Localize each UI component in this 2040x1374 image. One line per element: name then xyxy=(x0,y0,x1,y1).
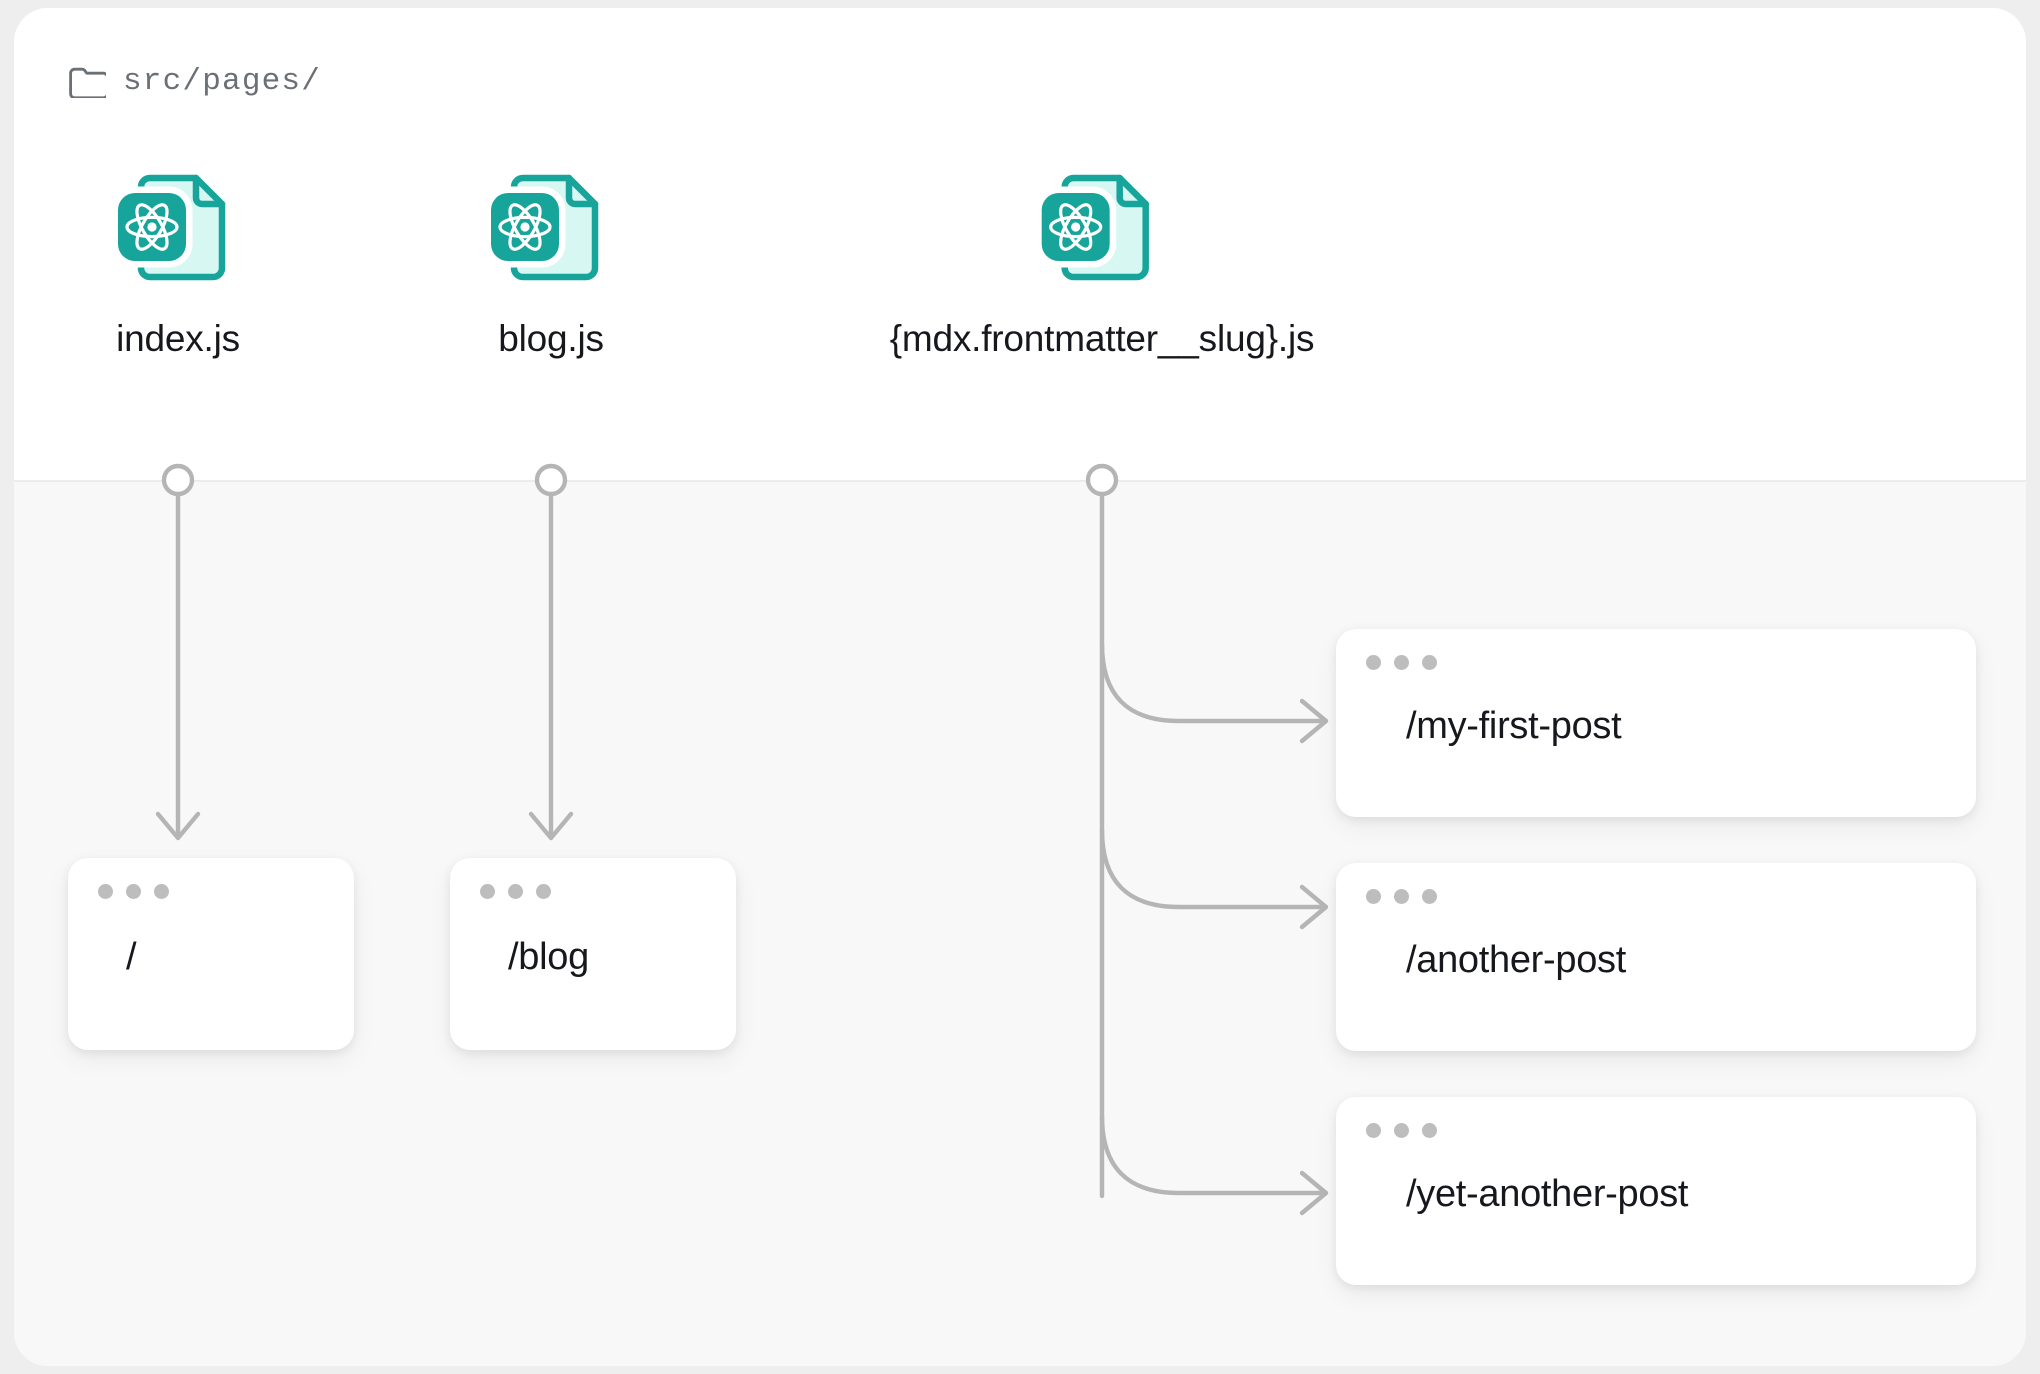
route-card-blog[interactable]: /blog xyxy=(450,858,736,1050)
window-dots xyxy=(1366,1123,1437,1138)
file-node-index[interactable]: index.js xyxy=(112,168,244,360)
route-card-root[interactable]: / xyxy=(68,858,354,1050)
folder-icon xyxy=(68,66,106,98)
route-label: /another-post xyxy=(1406,938,1627,981)
breadcrumb: src/pages/ xyxy=(68,64,321,99)
window-dots xyxy=(1366,889,1437,904)
route-label: / xyxy=(126,935,137,978)
window-dots xyxy=(480,884,551,899)
window-dots xyxy=(98,884,169,899)
diagram-frame: src/pages/ xyxy=(14,8,2026,1366)
file-label: blog.js xyxy=(498,318,604,359)
file-node-mdx-slug[interactable]: {mdx.frontmatter__slug}.js xyxy=(890,168,1315,360)
route-label: /yet-another-post xyxy=(1406,1172,1689,1215)
react-file-icon xyxy=(1036,168,1168,288)
window-dots xyxy=(1366,655,1437,670)
react-file-icon xyxy=(112,168,244,288)
route-card-yet-another-post[interactable]: /yet-another-post xyxy=(1336,1097,1976,1285)
route-card-another-post[interactable]: /another-post xyxy=(1336,863,1976,1051)
route-label: /blog xyxy=(508,935,589,978)
file-node-blog[interactable]: blog.js xyxy=(485,168,617,360)
source-files-panel xyxy=(14,8,2026,480)
file-label: {mdx.frontmatter__slug}.js xyxy=(889,318,1315,359)
react-file-icon xyxy=(485,168,617,288)
route-card-my-first-post[interactable]: /my-first-post xyxy=(1336,629,1976,817)
route-label: /my-first-post xyxy=(1406,704,1622,747)
breadcrumb-path: src/pages/ xyxy=(123,64,322,99)
file-label: index.js xyxy=(116,318,240,359)
